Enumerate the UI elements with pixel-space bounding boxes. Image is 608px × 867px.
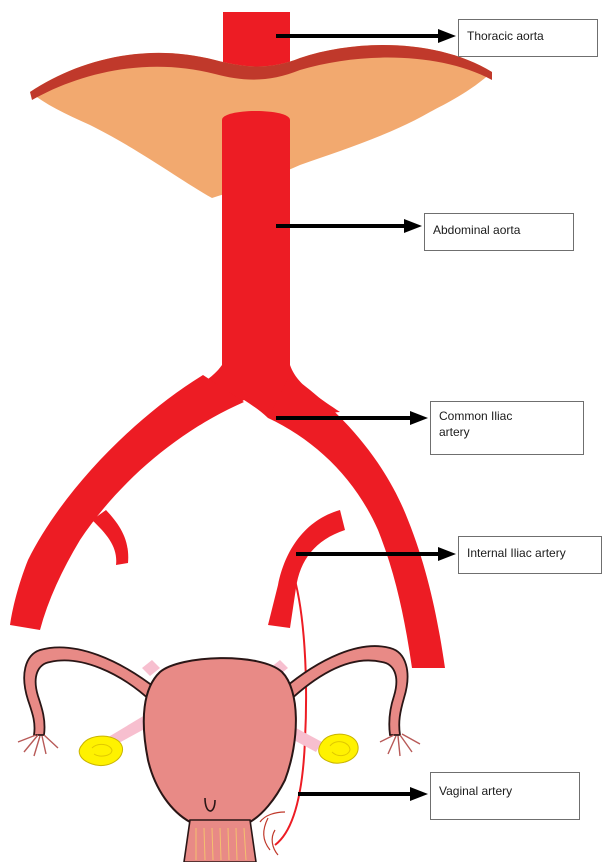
arrow-abdominal-aorta — [276, 219, 422, 233]
fallopian-tube-right — [282, 646, 408, 735]
common-iliac-left — [10, 375, 244, 630]
fimbriae-left — [18, 735, 58, 756]
ovary-right — [319, 734, 358, 763]
vaginal-artery-branches — [260, 812, 285, 855]
label-vaginal-artery: Vaginal artery — [430, 772, 580, 820]
arrow-internal-iliac — [296, 547, 456, 561]
label-vaginal-artery-text: Vaginal artery — [439, 784, 512, 798]
uterus-body — [144, 658, 296, 822]
label-common-iliac-line1: Common Iliac — [439, 408, 575, 424]
uterus-group — [18, 646, 420, 862]
label-thoracic-aorta: Thoracic aorta — [458, 19, 598, 57]
internal-iliac-right — [268, 510, 345, 628]
fimbriae-right — [380, 734, 420, 756]
label-common-iliac-artery: Common Iliac artery — [430, 401, 584, 455]
internal-iliac-left — [92, 510, 128, 565]
abdominal-aorta — [222, 111, 290, 370]
label-internal-iliac-text: Internal Iliac artery — [467, 546, 566, 560]
label-internal-iliac-artery: Internal Iliac artery — [458, 536, 602, 574]
label-abdominal-aorta-text: Abdominal aorta — [433, 223, 520, 237]
label-abdominal-aorta: Abdominal aorta — [424, 213, 574, 251]
label-common-iliac-line2: artery — [439, 424, 575, 440]
arrow-thoracic-aorta — [276, 29, 456, 43]
arrow-vaginal-artery — [298, 787, 428, 801]
label-thoracic-aorta-text: Thoracic aorta — [467, 29, 544, 43]
ovary-left — [79, 736, 122, 766]
